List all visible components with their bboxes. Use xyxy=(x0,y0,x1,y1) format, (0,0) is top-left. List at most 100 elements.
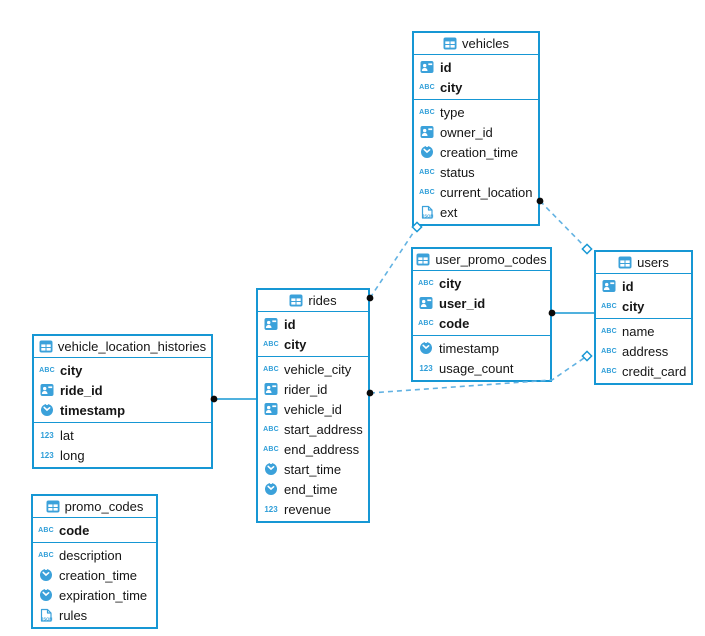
field-row-end_time[interactable]: end_time xyxy=(258,479,368,499)
field-name: timestamp xyxy=(439,340,499,356)
field-name: ext xyxy=(440,204,458,220)
number-type-icon: 123 xyxy=(264,504,278,514)
connector-endpoint-diamond xyxy=(581,350,593,362)
table-title: promo_codes xyxy=(64,499,144,514)
field-name: long xyxy=(60,447,85,463)
text-type-icon: ABC xyxy=(419,188,435,196)
field-name: creation_time xyxy=(59,567,138,583)
text-type-icon: ABC xyxy=(601,367,617,375)
field-name: revenue xyxy=(284,501,331,517)
field-name: name xyxy=(622,323,655,339)
field-row-timestamp[interactable]: timestamp xyxy=(413,338,550,358)
connector-rides-to-vehicles[interactable] xyxy=(369,226,418,299)
field-row-lat[interactable]: 123 lat xyxy=(34,425,211,445)
field-row-owner_id[interactable]: owner_id xyxy=(414,122,538,142)
columns-section: ABC description creation_time expiration_ti… xyxy=(33,542,156,627)
field-row-id[interactable]: id xyxy=(596,276,691,296)
field-row-ride_id[interactable]: ride_id xyxy=(34,380,211,400)
svg-text:JSON: JSON xyxy=(422,213,433,218)
field-name: city xyxy=(439,275,462,291)
connector-endpoint-diamond xyxy=(581,243,593,255)
timestamp-icon xyxy=(265,462,277,475)
field-row-ext[interactable]: JSON ext xyxy=(414,202,538,222)
field-name: start_time xyxy=(284,461,342,477)
field-row-id[interactable]: id xyxy=(258,314,368,334)
timestamp-icon xyxy=(420,341,432,354)
field-name: description xyxy=(59,547,122,563)
text-type-icon: ABC xyxy=(419,108,435,116)
uuid-icon xyxy=(40,384,54,396)
field-row-expiration_time[interactable]: expiration_time xyxy=(33,585,156,605)
table-header[interactable]: vehicle_location_histories xyxy=(34,336,211,358)
field-name: user_id xyxy=(439,295,486,311)
table-title: vehicles xyxy=(462,36,509,51)
field-row-description[interactable]: ABC description xyxy=(33,545,156,565)
table-header[interactable]: users xyxy=(596,252,691,274)
field-row-start_time[interactable]: start_time xyxy=(258,459,368,479)
field-row-timestamp[interactable]: timestamp xyxy=(34,400,211,420)
table-header[interactable]: user_promo_codes xyxy=(413,249,550,271)
timestamp-icon xyxy=(40,568,52,581)
number-type-icon: 123 xyxy=(40,430,54,440)
field-name: rider_id xyxy=(284,381,328,397)
table-icon xyxy=(289,294,303,307)
table-header[interactable]: vehicles xyxy=(414,33,538,55)
table-icon xyxy=(618,256,632,269)
field-name: end_address xyxy=(284,441,360,457)
table-header[interactable]: promo_codes xyxy=(33,496,156,518)
field-name: lat xyxy=(60,427,74,443)
text-type-icon: ABC xyxy=(38,551,54,559)
field-row-creation_time[interactable]: creation_time xyxy=(33,565,156,585)
field-row-creation_time[interactable]: creation_time xyxy=(414,142,538,162)
field-row-vehicle_id[interactable]: vehicle_id xyxy=(258,399,368,419)
text-type-icon: ABC xyxy=(263,365,279,373)
table-header[interactable]: rides xyxy=(258,290,368,312)
field-name: city xyxy=(60,362,83,378)
field-name: timestamp xyxy=(60,402,126,418)
field-name: id xyxy=(622,278,634,294)
json-icon: JSON xyxy=(421,205,433,219)
connector-vehicles-to-users[interactable] xyxy=(539,200,588,250)
table-icon xyxy=(39,340,53,353)
table-icon xyxy=(443,37,457,50)
field-row-user_id[interactable]: user_id xyxy=(413,293,550,313)
field-name: city xyxy=(284,336,307,352)
field-row-revenue[interactable]: 123 revenue xyxy=(258,499,368,519)
field-row-id[interactable]: id xyxy=(414,57,538,77)
text-type-icon: ABC xyxy=(601,347,617,355)
field-name: start_address xyxy=(284,421,363,437)
field-row-rider_id[interactable]: rider_id xyxy=(258,379,368,399)
text-type-icon: ABC xyxy=(419,168,435,176)
